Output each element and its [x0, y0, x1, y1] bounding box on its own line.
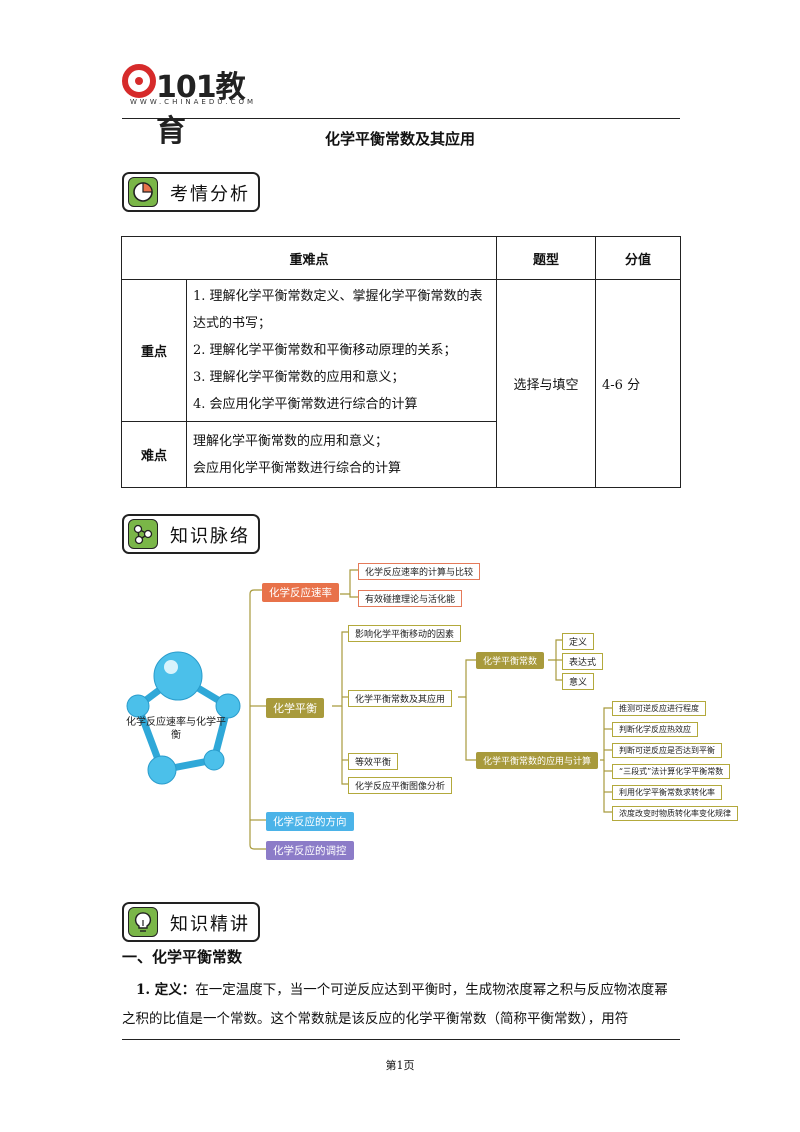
section-title: 考情分析 — [170, 184, 250, 205]
leaf-equilibrium: 化学平衡常数及其应用 — [348, 690, 453, 707]
key-item: 3. 理解化学平衡常数的应用和意义； — [193, 370, 405, 385]
key-item: 1. 理解化学平衡常数定义、掌握化学平衡常数的表达式的书写； — [193, 289, 483, 331]
node-application: 化学平衡常数的应用与计算 — [476, 752, 599, 769]
score-cell: 4-6 分 — [595, 279, 681, 488]
network-icon — [128, 519, 158, 549]
pie-chart-icon — [128, 177, 158, 207]
definition-lead: 1. 定义： — [136, 982, 196, 998]
leaf-constant: 定义 — [562, 633, 595, 650]
section-title: 知识精讲 — [170, 914, 250, 935]
page-title: 化学平衡常数及其应用 — [324, 130, 475, 148]
section-heading: 一、化学平衡常数 — [122, 948, 243, 966]
node-control: 化学反应的调控 — [266, 841, 354, 860]
leaf-constant: 意义 — [562, 673, 595, 690]
leaf-equilibrium: 化学反应平衡图像分析 — [348, 777, 453, 794]
difficulty-label: 难点 — [121, 421, 187, 488]
key-item: 2. 理解化学平衡常数和平衡移动原理的关系； — [193, 343, 457, 358]
leaf-application: 判断可逆反应是否达到平衡 — [612, 743, 722, 758]
leaf-application: 判断化学反应热效应 — [612, 722, 698, 737]
header-key-difficult: 重难点 — [121, 236, 497, 280]
node-constant: 化学平衡常数 — [476, 652, 545, 669]
lightbulb-icon — [128, 907, 158, 937]
leaf-application: 浓度改变时物质转化率变化规律 — [612, 806, 738, 821]
section-badge-map: 知识脉络 — [122, 514, 260, 554]
header-score: 分值 — [595, 236, 681, 280]
leaf-application: 利用化学平衡常数求转化率 — [612, 785, 722, 800]
difficulty-item: 会应用化学平衡常数进行综合的计算 — [193, 460, 402, 476]
leaf-application: “三段式”法计算化学平衡常数 — [612, 764, 731, 779]
key-item: 4. 会应用化学平衡常数进行综合的计算 — [193, 397, 418, 412]
footer-rule — [122, 1039, 680, 1040]
leaf-equilibrium: 影响化学平衡移动的因素 — [348, 625, 462, 642]
section-badge-analysis: 考情分析 — [122, 172, 260, 212]
header-rule — [122, 118, 680, 119]
leaf-constant: 表达式 — [562, 653, 604, 670]
logo: 101教育 WWW.CHINAEDU.COM — [122, 62, 262, 149]
leaf-rate: 化学反应速率的计算与比较 — [358, 563, 481, 580]
node-equilibrium: 化学平衡 — [266, 698, 324, 718]
key-points-cell: 1. 理解化学平衡常数定义、掌握化学平衡常数的表达式的书写； 2. 理解化学平衡… — [186, 279, 497, 422]
difficulty-cell: 理解化学平衡常数的应用和意义； 会应用化学平衡常数进行综合的计算 — [186, 421, 497, 488]
header-question-type: 题型 — [496, 236, 596, 280]
definition-text: 在一定温度下，当一个可逆反应达到平衡时，生成物浓度幂之积与反应物浓度幂之积的比值… — [122, 982, 668, 1027]
logo-subtitle: WWW.CHINAEDU.COM — [130, 98, 257, 106]
mindmap-center: 化学反应速率与化学平衡 — [126, 717, 226, 741]
logo-text: 101教育 — [156, 70, 246, 149]
key-points-table: 重难点 题型 分值 重点 1. 理解化学平衡常数定义、掌握化学平衡常数的表达式的… — [121, 236, 681, 488]
leaf-equilibrium: 等效平衡 — [348, 753, 399, 770]
leaf-application: 推测可逆反应进行程度 — [612, 701, 706, 716]
key-label: 重点 — [121, 279, 187, 422]
definition-paragraph: 1. 定义：在一定温度下，当一个可逆反应达到平衡时，生成物浓度幂之积与反应物浓度… — [122, 976, 678, 1034]
section-title: 知识脉络 — [170, 526, 250, 547]
logo-icon — [122, 64, 156, 98]
leaf-rate: 有效碰撞理论与活化能 — [358, 590, 463, 607]
page-number: 第1页 — [385, 1059, 415, 1072]
node-rate: 化学反应速率 — [262, 583, 339, 602]
section-badge-detail: 知识精讲 — [122, 902, 260, 942]
node-direction: 化学反应的方向 — [266, 812, 354, 831]
difficulty-item: 理解化学平衡常数的应用和意义； — [193, 433, 389, 449]
